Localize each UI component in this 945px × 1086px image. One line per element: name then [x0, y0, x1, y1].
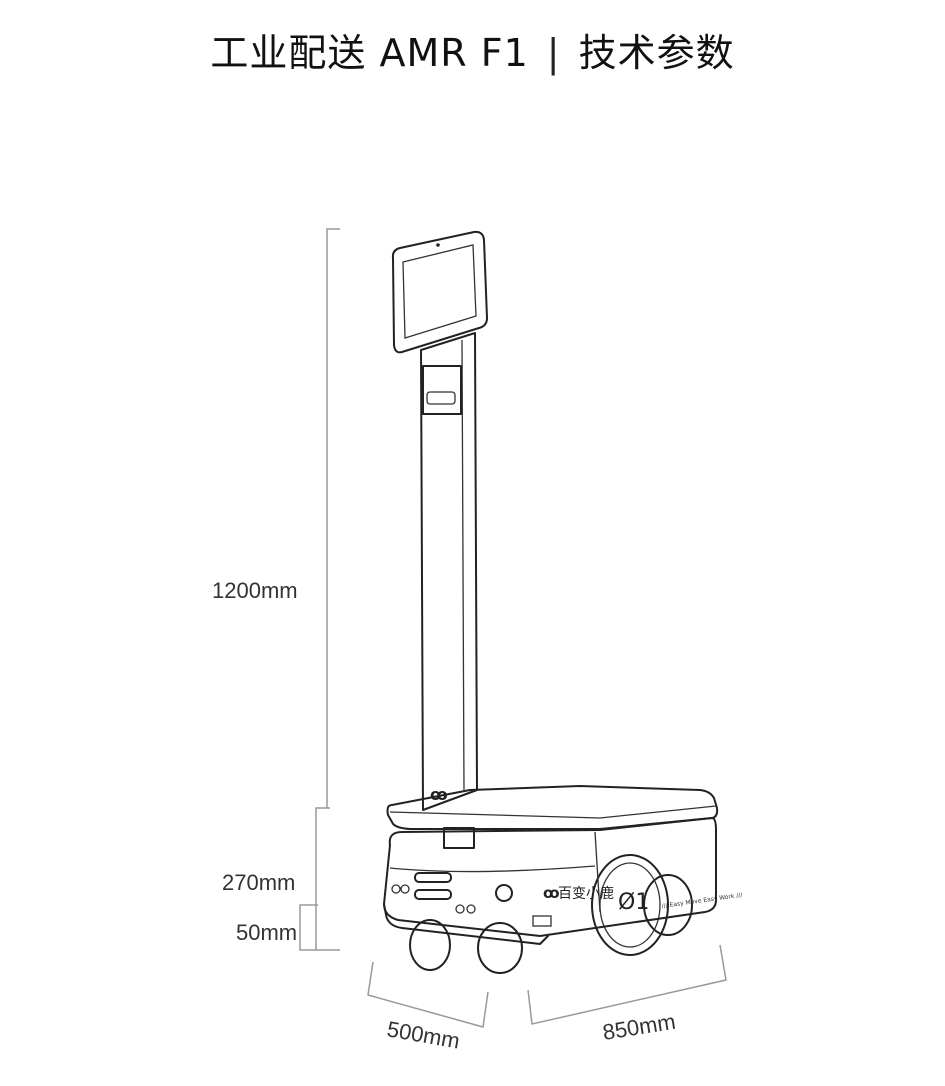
- dimension-base-height: 270mm: [222, 870, 295, 895]
- title-separator: |: [546, 31, 561, 75]
- brand-text: 百变小鹿: [558, 885, 614, 902]
- dimension-width: 500mm: [385, 1016, 462, 1053]
- drive-wheel: [591, 854, 669, 956]
- title-section: 技术参数: [578, 31, 735, 75]
- page-title: 工业配送 AMR F1 | 技术参数: [0, 22, 945, 77]
- title-product: 工业配送 AMR F1: [210, 31, 529, 75]
- dimension-length: 850mm: [601, 1009, 677, 1045]
- brand-logo-icon: ꝏ: [543, 884, 560, 902]
- slogan-text: /// Easy Move Easy Work ///: [661, 892, 743, 910]
- height-dimension-lines: [299, 228, 340, 951]
- width-dimension-lines: [367, 961, 489, 1028]
- dimension-ground-clearance: 50mm: [236, 920, 297, 945]
- model-badge: Ø1: [618, 890, 649, 915]
- dimension-total-height: 1200mm: [212, 578, 298, 603]
- length-dimension-lines: [527, 944, 727, 1025]
- pole-logo-icon: ꝏ: [430, 785, 448, 804]
- robot-illustration: ꝏ: [383, 230, 719, 974]
